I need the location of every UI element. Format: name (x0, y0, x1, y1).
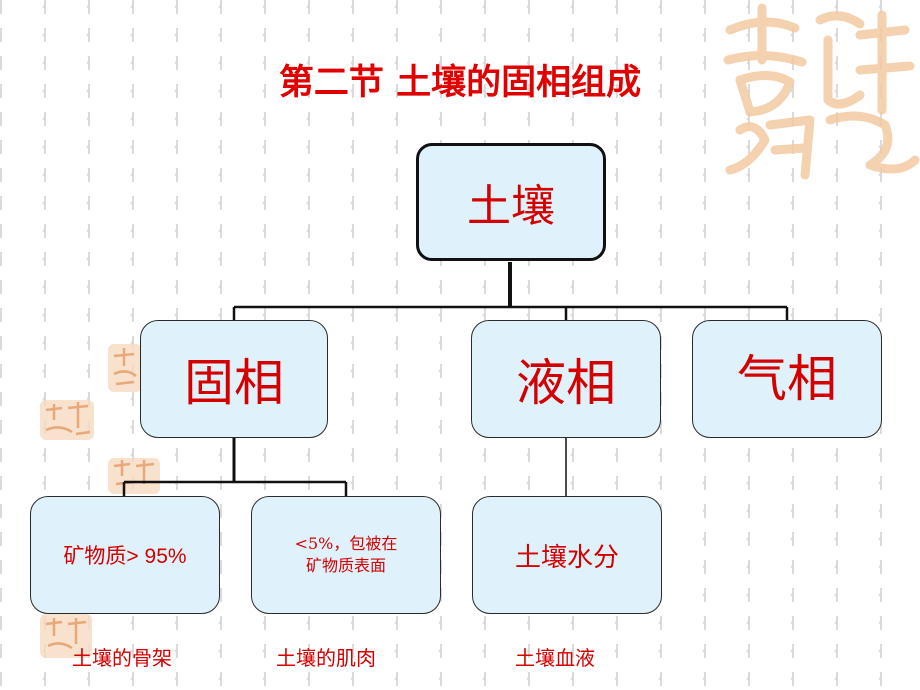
small-seal-icon (40, 614, 92, 658)
solid-phase-label: 固相 (184, 354, 284, 412)
gas-phase-label: 气相 (737, 350, 837, 408)
calligraphy-seal-icon (723, 3, 920, 180)
solid-phase-node: 固相 (140, 320, 328, 438)
organic-matter-node: <5%，包被在 矿物质表面 (251, 496, 441, 614)
soil-water-node: 土壤水分 (472, 496, 662, 614)
small-seal-icon (108, 344, 142, 392)
mineral-label: 矿物质> 95% (63, 545, 187, 568)
root-node-label: 土壤 (467, 181, 555, 232)
root-node-soil: 土壤 (416, 143, 606, 261)
caption-skeleton: 土壤的骨架 (72, 646, 172, 670)
mineral-node: 矿物质> 95% (30, 496, 220, 614)
small-seal-icon (40, 400, 94, 440)
organic-label-line1: <5%，包被在 (294, 534, 398, 553)
caption-muscle: 土壤的肌肉 (276, 646, 376, 670)
liquid-phase-node: 液相 (471, 320, 661, 438)
organic-label-line2: 矿物质表面 (305, 556, 386, 575)
slide-title: 第二节 土壤的固相组成 (278, 63, 642, 103)
gas-phase-node: 气相 (692, 320, 882, 438)
caption-blood: 土壤血液 (515, 646, 595, 670)
liquid-phase-label: 液相 (516, 354, 616, 412)
soil-water-label: 土壤水分 (514, 542, 619, 573)
small-seal-icon (108, 458, 160, 494)
